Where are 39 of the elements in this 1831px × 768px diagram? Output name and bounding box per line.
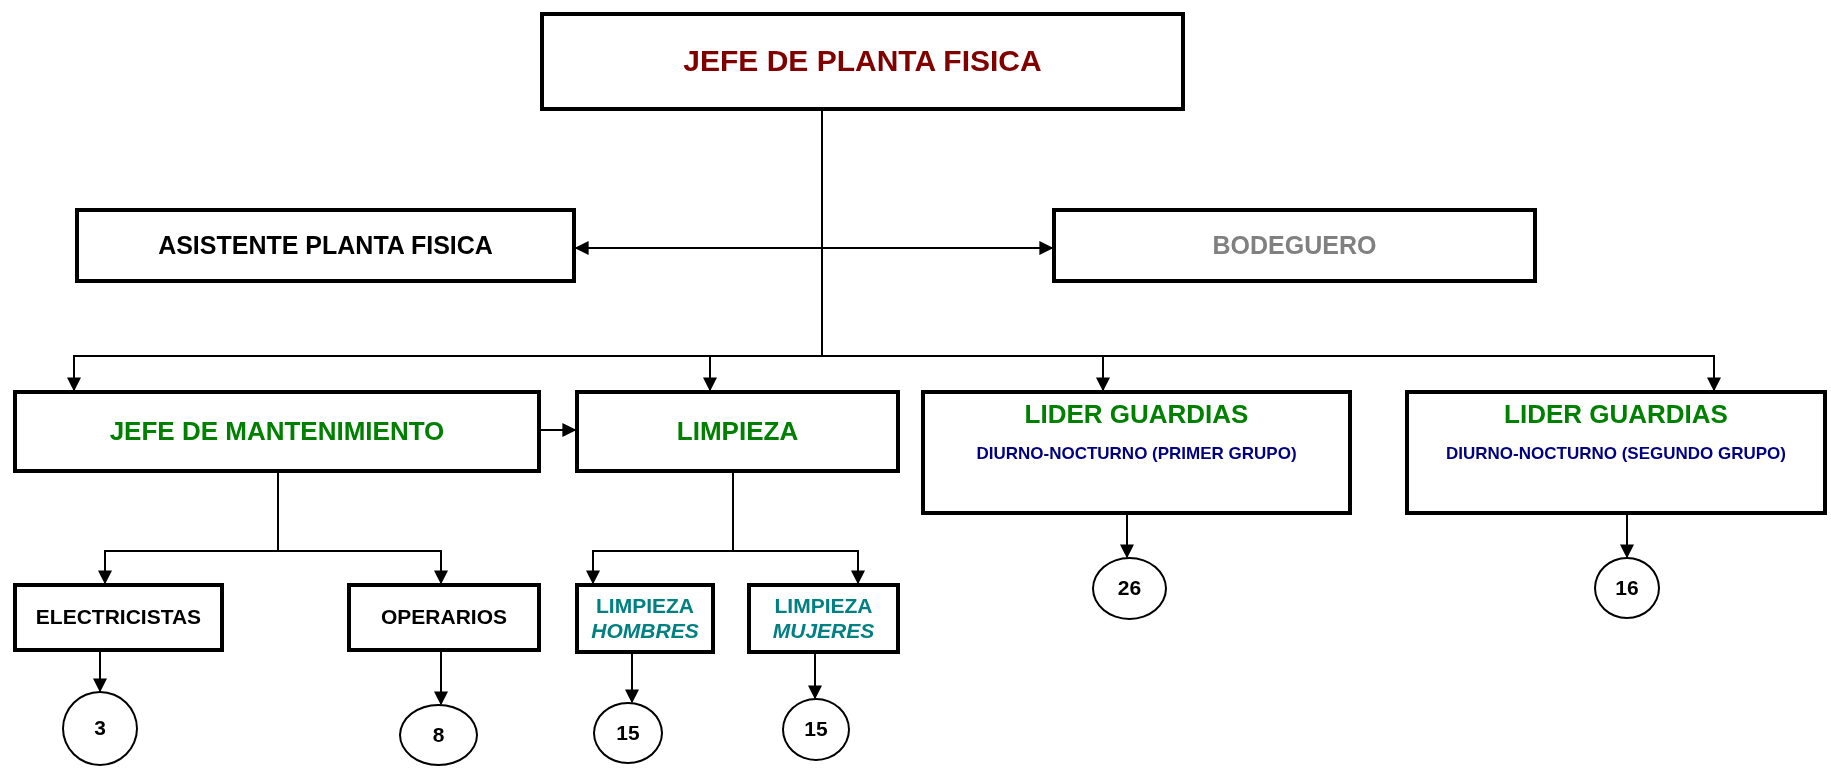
connector-arrow (1620, 514, 1634, 559)
role-box (13, 390, 541, 473)
count-number: 15 (803, 717, 829, 742)
connector-arrow (808, 653, 822, 700)
count-number: 26 (1116, 576, 1143, 601)
role-title: ASISTENTE PLANTA FISICA (157, 231, 494, 260)
role-box (575, 583, 715, 654)
role-title: LIMPIEZA HOMBRES (590, 594, 700, 643)
connector-arrow (732, 472, 865, 585)
role-title: LIDER GUARDIAS (1503, 400, 1729, 430)
connector-arrow (277, 472, 448, 585)
role-title: OPERARIOS (380, 605, 508, 630)
role-box (347, 583, 541, 652)
role-title: ELECTRICISTAS (34, 605, 203, 630)
role-title: LIDER GUARDIAS (1023, 400, 1250, 430)
connector-arrow (1120, 514, 1134, 559)
role-subtitle: DIURNO-NOCTURNO (SEGUNDO GRUPO) (1445, 443, 1787, 464)
connector-arrow (625, 653, 639, 704)
connector-arrow (540, 423, 577, 437)
role-title: JEFE DE PLANTA FISICA (682, 44, 1043, 79)
role-box (921, 390, 1352, 515)
role-box (575, 390, 900, 473)
count-number: 8 (431, 722, 446, 748)
connector-arrow (434, 651, 448, 706)
role-box (1405, 390, 1827, 515)
role-box (13, 583, 224, 652)
role-title: JEFE DE MANTENIMIENTO (108, 416, 446, 447)
count-number: 15 (615, 720, 641, 746)
count-number: 16 (1614, 575, 1640, 601)
role-box (540, 12, 1185, 111)
count-number: 3 (93, 716, 107, 741)
role-title: LIMPIEZA MUJERES (771, 594, 876, 643)
role-box (747, 583, 900, 654)
role-title: BODEGUERO (1211, 231, 1378, 260)
role-subtitle: DIURNO-NOCTURNO (PRIMER GRUPO) (975, 443, 1298, 464)
role-title: LIMPIEZA (675, 416, 800, 447)
connector-arrow (93, 651, 107, 693)
role-box (75, 208, 576, 283)
role-box (1052, 208, 1537, 283)
